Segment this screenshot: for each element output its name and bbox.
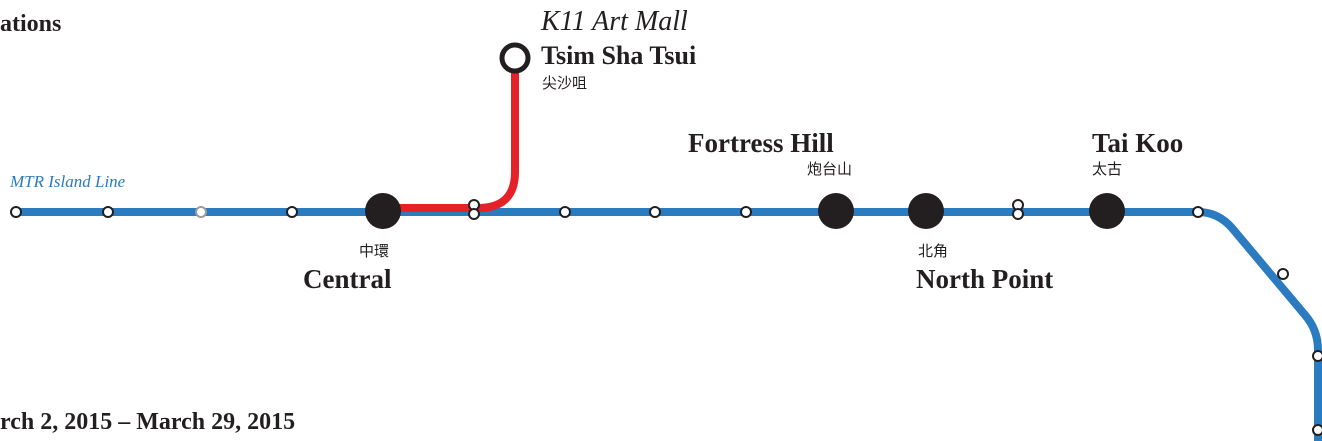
fortress-hill-name-zh: 炮台山: [807, 160, 853, 178]
station-tsim-sha-tsui-terminus: [499, 42, 531, 74]
station-small: [286, 206, 298, 218]
station-interchange-bottom: [1012, 208, 1024, 220]
tai-koo-name-en: Tai Koo: [1092, 128, 1184, 158]
station-small: [1277, 268, 1289, 280]
station-small: [740, 206, 752, 218]
station-small: [1312, 424, 1322, 436]
station-tai-koo-dot: [1089, 193, 1125, 229]
branch-line-track: [380, 72, 519, 212]
north-point-name-en: North Point: [916, 264, 1054, 294]
fortress-hill-name-en: Fortress Hill: [688, 128, 834, 158]
tst-name-en: Tsim Sha Tsui: [541, 41, 697, 70]
station-small-grey: [195, 206, 207, 218]
station-small: [559, 206, 571, 218]
island-line-track: [12, 208, 1322, 441]
station-small: [1312, 350, 1322, 362]
station-north-point-dot: [908, 193, 944, 229]
central-name-en: Central: [303, 264, 392, 294]
tst-venue-label: K11 Art Mall: [541, 6, 688, 37]
station-small: [649, 206, 661, 218]
tst-name-zh: 尖沙咀: [542, 74, 588, 92]
tai-koo-name-zh: 太古: [1092, 160, 1123, 178]
station-fortress-hill-dot: [818, 193, 854, 229]
station-small: [10, 206, 22, 218]
exhibition-dates: rch 2, 2015 – March 29, 2015: [0, 409, 296, 435]
header-title: ations: [0, 11, 62, 37]
station-small: [102, 206, 114, 218]
station-interchange-bottom: [468, 208, 480, 220]
central-name-zh: 中環: [359, 242, 390, 260]
north-point-name-zh: 北角: [918, 242, 949, 260]
station-central-dot: [365, 193, 401, 229]
island-line-label: MTR Island Line: [10, 172, 126, 191]
station-small: [1192, 206, 1204, 218]
